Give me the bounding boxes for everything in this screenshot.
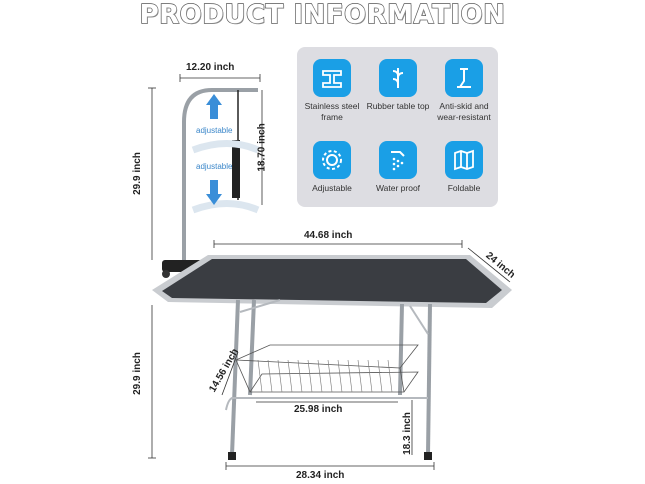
- steel-beam-icon: [313, 59, 351, 97]
- adjustable-up-label: adjustable: [196, 126, 233, 135]
- shower-icon: [379, 141, 417, 179]
- table-length-label: 44.68 inch: [304, 230, 353, 241]
- basket-height-label: 18.3 inch: [401, 412, 413, 455]
- basket-width-label: 25.98 inch: [294, 404, 343, 415]
- folding-map-icon: [445, 141, 483, 179]
- table-height-label: 29.9 inch: [131, 352, 143, 395]
- feature-label: Water proof: [375, 183, 421, 193]
- feature-label: Adjustable: [312, 183, 352, 193]
- feature-rubber: Rubber table top: [365, 59, 431, 112]
- arm-width-label: 12.20 inch: [186, 62, 235, 73]
- features-panel: Stainless steel frame Rubber table top A…: [297, 47, 498, 207]
- gear-icon: [313, 141, 351, 179]
- feature-stainless: Stainless steel frame: [299, 59, 365, 122]
- feature-label: Anti-skid and wear-resistant: [437, 101, 491, 122]
- feature-waterproof: Water proof: [365, 141, 431, 194]
- feature-label: Stainless steel frame: [304, 101, 360, 122]
- page-title: PRODUCT INFORMATION: [139, 0, 506, 31]
- adjustable-down-label: adjustable: [196, 162, 233, 171]
- feature-foldable: Foldable: [431, 141, 497, 194]
- feature-antiskid: Anti-skid and wear-resistant: [431, 59, 497, 122]
- arm-total-label: 29.9 inch: [131, 152, 143, 195]
- leg-span-label: 28.34 inch: [296, 470, 345, 481]
- arm-height-label: 18.70 inch: [256, 123, 268, 172]
- feature-label: Rubber table top: [366, 101, 430, 111]
- feature-label: Foldable: [447, 183, 481, 193]
- rubber-mat-icon: [379, 59, 417, 97]
- anti-skid-icon: [445, 59, 483, 97]
- feature-adjustable: Adjustable: [299, 141, 365, 194]
